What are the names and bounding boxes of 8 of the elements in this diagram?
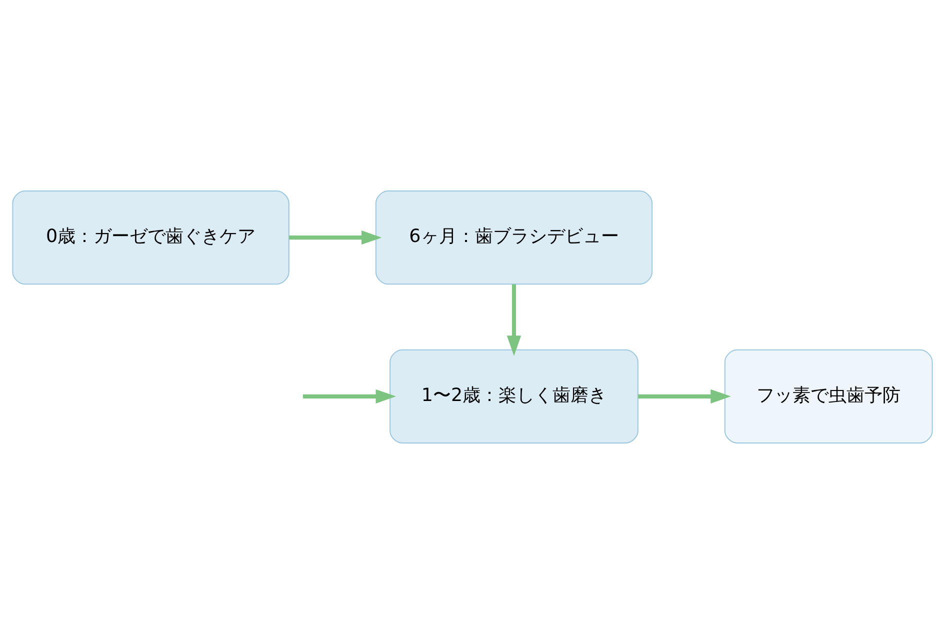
arrow: [638, 389, 731, 404]
arrow: [289, 230, 382, 245]
node-box: 0歳：ガーゼで歯ぐきケア: [12, 190, 290, 285]
node-box: 1〜2歳：楽しく歯磨き: [390, 349, 638, 444]
node-box: 6ヶ月：歯ブラシデビュー: [375, 190, 653, 285]
arrow: [302, 389, 396, 404]
node-box: フッ素で虫歯予防: [724, 349, 933, 444]
arrow: [506, 284, 522, 356]
